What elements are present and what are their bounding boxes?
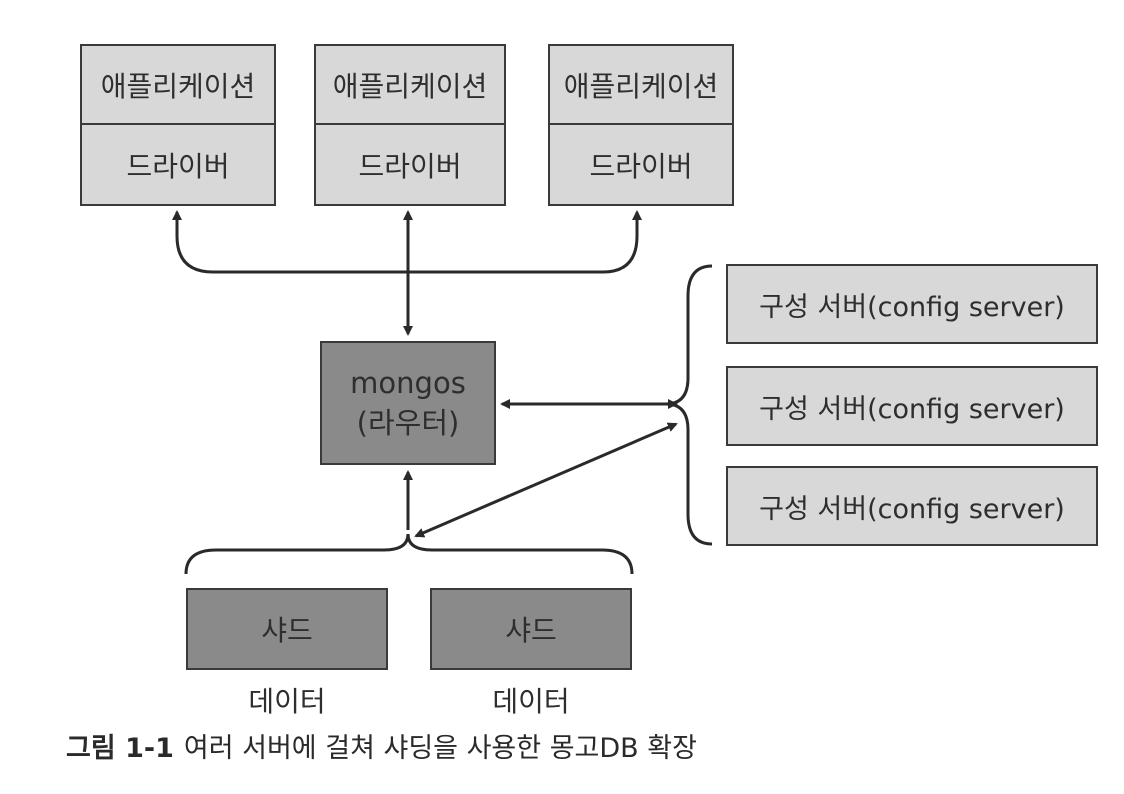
router-name: mongos: [350, 366, 466, 400]
config-server-1: 구성 서버(config server): [726, 264, 1098, 344]
config-server-2: 구성 서버(config server): [726, 366, 1098, 446]
application-label: 애플리케이션: [82, 46, 274, 125]
figure-number: 그림 1-1: [66, 733, 174, 764]
shard-2: 샤드: [430, 588, 632, 670]
router-role: (라우터): [356, 406, 460, 440]
mongos-router: mongos (라우터): [320, 341, 496, 465]
application-label: 애플리케이션: [550, 46, 732, 125]
shard-1-data-label: 데이터: [248, 685, 326, 718]
shard-brace: [184, 533, 634, 575]
figure-caption-text: 여러 서버에 걸쳐 샤딩을 사용한 몽고DB 확장: [183, 733, 697, 764]
driver-label: 드라이버: [126, 149, 230, 183]
shards-config-arrow: [414, 422, 678, 538]
shard-1: 샤드: [186, 588, 388, 670]
config-brace: [665, 264, 713, 546]
driver-label: 드라이버: [589, 149, 693, 183]
application-stack-1: 애플리케이션 드라이버: [80, 44, 276, 206]
config-server-3: 구성 서버(config server): [726, 466, 1098, 546]
figure-caption: 그림 1-1 여러 서버에 걸쳐 샤딩을 사용한 몽고DB 확장: [66, 726, 697, 765]
application-stack-3: 애플리케이션 드라이버: [548, 44, 734, 206]
shard-2-data-label: 데이터: [492, 685, 570, 718]
application-stack-2: 애플리케이션 드라이버: [314, 44, 506, 206]
application-label: 애플리케이션: [316, 46, 504, 125]
app-bus-curve: [172, 210, 642, 274]
driver-label: 드라이버: [358, 149, 462, 183]
